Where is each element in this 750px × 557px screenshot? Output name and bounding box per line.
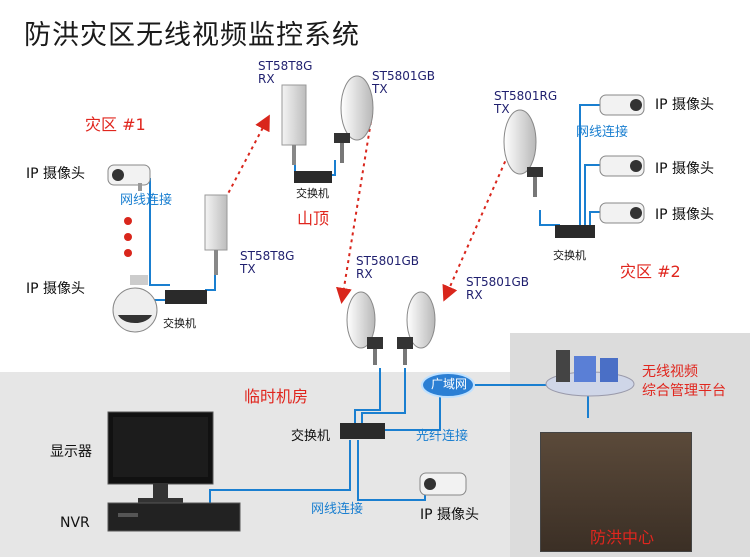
camera-icon <box>599 202 645 224</box>
device-st58t8g-tx: ST58T8G TX <box>240 249 295 276</box>
camera-icon <box>419 472 467 496</box>
switch-label: 交换机 <box>291 429 331 444</box>
panel-antenna-icon <box>204 194 228 275</box>
device-st5801rg-tx: ST5801RG TX <box>494 89 558 116</box>
cable-zone2-dish <box>539 210 560 226</box>
nvr-label: NVR <box>60 515 90 531</box>
switch-icon <box>294 171 332 183</box>
ip-camera-label: IP 摄像头 <box>26 166 86 182</box>
switch-label: 交换机 <box>163 317 196 330</box>
camera-icon <box>599 155 645 177</box>
cable-links <box>140 104 600 525</box>
flood-center-label: 防洪中心 <box>590 528 655 547</box>
server-platform-icon <box>545 350 635 397</box>
wireless-zone1-to-mountain <box>221 114 270 206</box>
switch-label: 交换机 <box>296 187 329 200</box>
cable-fiber <box>385 395 441 431</box>
cable-room-camera <box>357 440 426 501</box>
switch-icon <box>555 225 595 238</box>
switch-icon <box>340 423 385 439</box>
more-cameras-dots <box>124 217 132 257</box>
wan-label: 广域网 <box>431 377 468 391</box>
cable-link-label: 网线连接 <box>120 193 173 208</box>
device-st58t8g-rx: ST58T8G RX <box>258 59 313 86</box>
dish-antenna-icon <box>397 291 436 365</box>
cable-zone2-cam3 <box>589 211 600 230</box>
control-room-photo <box>540 432 692 552</box>
cable-zone2-cam1 <box>579 104 600 228</box>
zone2-label: 灾区 #2 <box>620 262 681 281</box>
camera-icon <box>107 164 151 191</box>
switch-icon <box>165 290 207 304</box>
zone1-label: 灾区 #1 <box>85 115 146 134</box>
platform-label: 无线视频 综合管理平台 <box>642 364 726 399</box>
mountain-label: 山顶 <box>297 209 330 228</box>
dish-antenna-icon <box>346 291 383 365</box>
device-st5801gb-tx: ST5801GB TX <box>372 69 436 96</box>
monitor-label: 显示器 <box>50 444 92 460</box>
temp-room-label: 临时机房 <box>244 387 309 406</box>
ip-camera-label: IP 摄像头 <box>655 161 715 177</box>
cable-left-dish <box>354 368 381 425</box>
ip-camera-label: IP 摄像头 <box>655 97 715 113</box>
ptz-camera-icon <box>112 275 158 333</box>
cable-zone2-cam2 <box>584 164 600 230</box>
device-st5801gb-rx-left: ST5801GB RX <box>356 254 420 281</box>
monitor-icon <box>107 411 214 503</box>
dish-antenna-icon <box>334 75 374 163</box>
switch-label: 交换机 <box>553 249 586 262</box>
cable-link-label: 网线连接 <box>311 502 364 517</box>
dish-antenna-icon <box>503 109 543 197</box>
cable-camera-top <box>149 178 170 286</box>
wan-cloud <box>421 372 475 398</box>
cable-antenna-switch <box>205 275 216 291</box>
cable-link-label: 网线连接 <box>576 125 629 140</box>
wireless-mountain-to-room <box>336 114 373 304</box>
device-st5801gb-rx-right: ST5801GB RX <box>466 275 530 302</box>
ip-camera-label: IP 摄像头 <box>26 281 86 297</box>
fiber-link-label: 光纤连接 <box>416 429 469 444</box>
camera-icon <box>599 94 645 116</box>
panel-antenna-icon <box>281 84 307 165</box>
ip-camera-label: IP 摄像头 <box>655 207 715 223</box>
nvr-icon <box>107 502 241 532</box>
cable-right-dish <box>361 368 406 425</box>
page-title: 防洪灾区无线视频监控系统 <box>24 20 360 51</box>
wireless-zone2-to-room <box>442 154 509 302</box>
ip-camera-label: IP 摄像头 <box>420 507 480 523</box>
